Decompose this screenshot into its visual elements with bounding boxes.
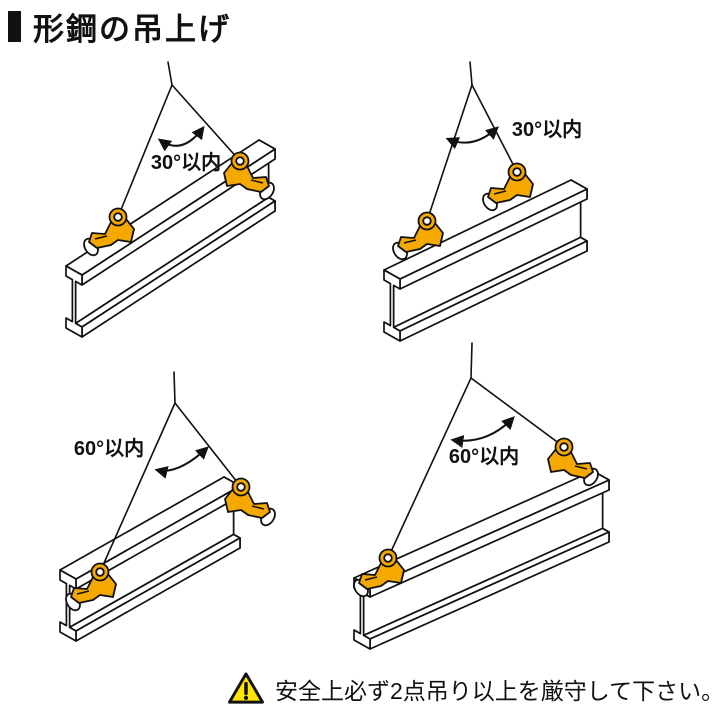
ibeam-illustration (59, 476, 241, 642)
sling-lines (117, 61, 241, 218)
black-square-bullet-icon (8, 11, 21, 42)
lift-diagram-bottom-left: 60°以内 (59, 371, 279, 642)
page-title-row: 形鋼の吊上げ (8, 4, 231, 49)
safety-warning-row: 安全上必ず2点吊り以上を厳守して下さい。 (226, 671, 713, 706)
crane-line (173, 371, 176, 404)
sling-line-left (117, 84, 173, 218)
angle-label: 30°以内 (151, 150, 221, 174)
safety-warning-text: 安全上必ず2点吊り以上を厳守して下さい。 (275, 677, 713, 704)
angle-label: 30°以内 (512, 117, 582, 141)
angle-arc-arrow-icon (157, 125, 205, 152)
angle-arc-arrow-icon (445, 126, 499, 150)
sling-line-left (387, 377, 472, 559)
angle-label: 60°以内 (74, 436, 144, 460)
sling-line-right (471, 84, 518, 173)
ibeam-illustration (353, 470, 610, 650)
ibeam-near-end-face (65, 265, 83, 338)
angle-arc-arrow-icon (450, 416, 515, 448)
sling-line-left (99, 402, 176, 573)
sling-line-right (174, 402, 242, 488)
ibeam-illustration (383, 179, 588, 342)
lift-diagram-bottom-right: 60°以内 (350, 342, 610, 650)
crane-line (469, 61, 473, 86)
sling-line-right (171, 84, 241, 162)
warning-triangle-icon (228, 672, 264, 704)
angle-arc-arrow-icon (154, 446, 209, 479)
crane-line (470, 342, 473, 379)
sling-lines (99, 371, 242, 573)
lift-diagram-top-right: 30°以内 (383, 61, 588, 342)
lift-diagram-top-left: 30°以内 (65, 61, 278, 338)
sling-line-left (426, 84, 473, 222)
sling-lines (387, 342, 565, 559)
crane-line (167, 61, 173, 86)
ibeam-illustration (65, 139, 276, 338)
page-title: 形鋼の吊上げ (33, 12, 231, 47)
angle-label: 60°以内 (449, 444, 519, 468)
sling-line-right (470, 377, 565, 448)
ibeam-near-end-face (383, 269, 401, 342)
